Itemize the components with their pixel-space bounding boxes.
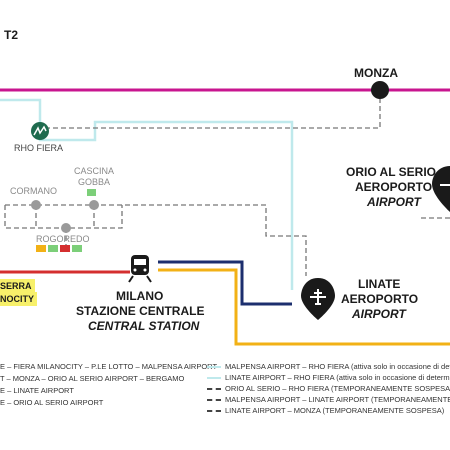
legend-right-row: MALPENSA AIRPORT – RHO FIERA (attiva sol… xyxy=(207,362,450,372)
top-left-label: T2 xyxy=(4,28,19,42)
legend-swatch xyxy=(207,377,221,379)
station-orio-line2: AEROPORTO xyxy=(355,180,433,194)
legend-swatch xyxy=(207,388,221,390)
legend-left-item: E – ORIO AL SERIO AIRPORT xyxy=(0,398,104,407)
legend-right-text: MALPENSA AIRPORT – RHO FIERA (attiva sol… xyxy=(225,362,450,371)
legend-right-text: LINATE AIRPORT – MONZA (TEMPORANEAMENTE … xyxy=(225,406,445,415)
line-yellow-centrale-orio xyxy=(158,268,450,346)
station-milano-line1: MILANO xyxy=(116,289,164,303)
airplane-icon xyxy=(432,166,450,212)
metro-line-tag xyxy=(87,189,96,196)
station-linate-line3: AIRPORT xyxy=(352,307,406,321)
station-cascina-gobba-2: GOBBA xyxy=(78,177,111,187)
legend-swatch xyxy=(207,410,221,412)
highlight-line2: NOCITY xyxy=(0,292,38,306)
station-rho-fiera: RHO FIERA xyxy=(14,143,64,153)
legend-right-row: ORIO AL SERIO – RHO FIERA (TEMPORANEAMEN… xyxy=(207,384,450,394)
legend-right-row: LINATE AIRPORT – RHO FIERA (attiva solo … xyxy=(207,373,450,383)
line-dashed-monza-linate xyxy=(48,90,381,129)
station-monza: MONZA xyxy=(354,66,398,80)
station-dot-icon xyxy=(89,200,99,210)
highlight-line1: SERRA xyxy=(0,279,35,293)
rogoredo-line-tags xyxy=(36,245,82,252)
line-navy-centrale-linate xyxy=(158,260,292,306)
station-dot-icon xyxy=(61,223,71,233)
legend-right: MALPENSA AIRPORT – RHO FIERA (attiva sol… xyxy=(207,362,450,422)
legend-right-text: ORIO AL SERIO – RHO FIERA (TEMPORANEAMEN… xyxy=(225,384,450,393)
station-cascina-gobba-1: CASCINA xyxy=(74,166,115,176)
station-dot-icon xyxy=(371,81,389,99)
legend-swatch xyxy=(207,399,221,401)
train-icon xyxy=(128,255,152,283)
station-milano-line2: STAZIONE CENTRALE xyxy=(76,304,205,318)
station-milano-line3: CENTRAL STATION xyxy=(88,319,200,333)
legend-left-item: T – MONZA – ORIO AL SERIO AIRPORT – BERG… xyxy=(0,374,185,383)
station-linate-line2: AEROPORTO xyxy=(341,292,419,306)
station-rogoredo: ROGOREDO xyxy=(36,234,90,244)
legend-left-item: E – FIERA MILANOCITY – P.LE LOTTO – MALP… xyxy=(0,362,218,371)
legend-right-row: LINATE AIRPORT – MONZA (TEMPORANEAMENTE … xyxy=(207,406,444,416)
station-cormano: CORMANO xyxy=(10,186,57,196)
station-orio-line1: ORIO AL SERIO xyxy=(346,165,437,179)
legend-left-item: E – LINATE AIRPORT xyxy=(0,386,74,395)
legend-right-text: MALPENSA AIRPORT – LINATE AIRPORT (TEMPO… xyxy=(225,395,450,404)
station-dot-icon xyxy=(31,200,41,210)
legend-swatch xyxy=(207,366,221,368)
station-linate-line1: LINATE xyxy=(358,277,401,291)
airplane-icon xyxy=(301,278,335,320)
rho-fiera-logo-icon xyxy=(31,122,49,140)
line-lightblue-malpensa-rho xyxy=(0,98,294,290)
legend-right-row: MALPENSA AIRPORT – LINATE AIRPORT (TEMPO… xyxy=(207,395,450,405)
station-orio-line3: AIRPORT xyxy=(367,195,421,209)
legend-right-text: LINATE AIRPORT – RHO FIERA (attiva solo … xyxy=(225,373,450,382)
